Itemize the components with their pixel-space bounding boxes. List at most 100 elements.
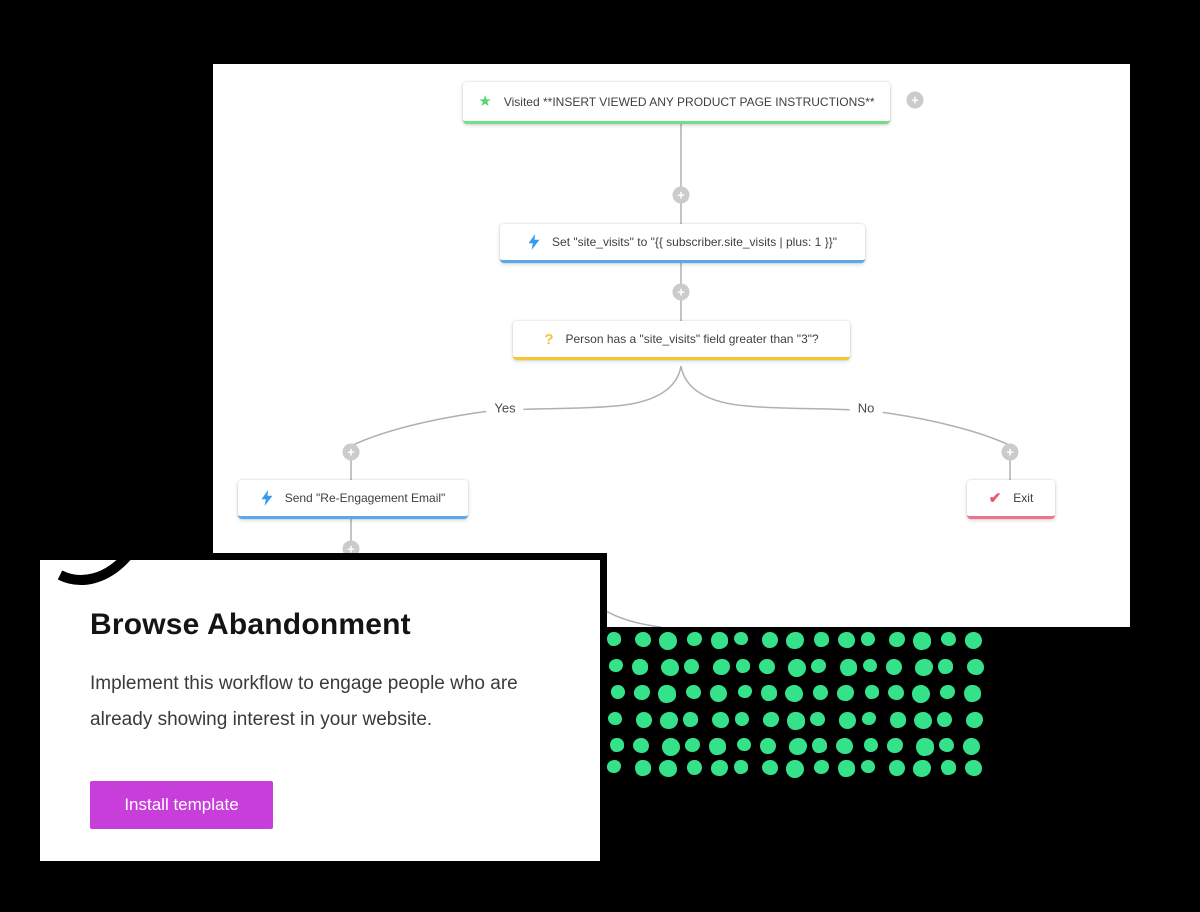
pattern-dot	[940, 685, 956, 699]
lightning-icon	[528, 234, 540, 250]
pattern-dot	[661, 738, 680, 756]
pattern-dot	[914, 658, 933, 676]
pattern-dot	[735, 711, 749, 726]
pattern-dot	[760, 738, 777, 754]
pattern-dot	[838, 711, 856, 729]
pattern-dot	[686, 685, 702, 699]
pattern-dot	[787, 658, 806, 677]
node-label: Exit	[1013, 491, 1034, 505]
add-step-button[interactable]: +	[672, 186, 690, 204]
pattern-dot	[763, 711, 780, 727]
pattern-dot	[863, 658, 877, 672]
pattern-dot	[635, 759, 652, 776]
pattern-dot	[711, 711, 729, 728]
add-step-button[interactable]: +	[1001, 443, 1019, 461]
pattern-dot	[736, 658, 750, 673]
pattern-dot	[911, 685, 930, 703]
pattern-dot	[913, 711, 932, 729]
pattern-dot	[634, 685, 651, 700]
pattern-dot	[937, 711, 953, 727]
pattern-dot	[836, 685, 854, 701]
workflow-canvas: ★ Visited **INSERT VIEWED ANY PRODUCT PA…	[213, 64, 1130, 627]
pattern-dot	[784, 685, 803, 702]
pattern-dot	[810, 711, 826, 726]
workflow-node-trigger[interactable]: ★ Visited **INSERT VIEWED ANY PRODUCT PA…	[463, 82, 890, 124]
pattern-dot	[761, 685, 778, 701]
node-label: Visited **INSERT VIEWED ANY PRODUCT PAGE…	[503, 94, 875, 109]
pattern-dot	[734, 759, 748, 774]
card-description: Implement this workflow to engage people…	[90, 673, 518, 730]
pattern-dot	[912, 759, 931, 777]
branch-label-yes: Yes	[486, 400, 524, 416]
template-card: Browse Abandonment Implement this workfl…	[40, 560, 600, 861]
pattern-dot	[786, 711, 805, 730]
pattern-dot	[710, 759, 728, 776]
node-label: Send "Re-Engagement Email"	[284, 491, 446, 505]
pattern-dot	[658, 759, 677, 777]
add-step-button[interactable]: +	[342, 540, 360, 558]
pattern-dot	[737, 738, 751, 751]
pattern-dot	[887, 738, 904, 753]
question-icon: ?	[544, 330, 554, 348]
pattern-dot	[607, 632, 621, 646]
pattern-dot	[687, 759, 703, 775]
pattern-dot	[941, 632, 957, 646]
pattern-dot	[814, 759, 830, 774]
node-label: Set "site_visits" to "{{ subscriber.site…	[552, 235, 837, 249]
pattern-dot	[608, 711, 622, 725]
pattern-dot	[889, 632, 906, 647]
pattern-dot	[889, 759, 906, 776]
card-title: Browse Abandonment	[90, 608, 411, 641]
pattern-dot	[632, 658, 649, 675]
pattern-dot	[966, 658, 984, 675]
workflow-node-condition[interactable]: ? Person has a "site_visits" field great…	[513, 321, 850, 360]
pattern-dot	[964, 632, 982, 649]
pattern-dot	[609, 658, 623, 672]
pattern-dot	[683, 711, 699, 727]
lightning-icon	[261, 490, 273, 506]
pattern-dot	[963, 685, 981, 702]
dot-pattern	[603, 628, 993, 786]
pattern-dot	[684, 658, 700, 674]
pattern-dot	[660, 658, 679, 676]
pattern-dot	[708, 738, 726, 755]
pattern-dot	[962, 738, 980, 755]
add-step-button[interactable]: +	[906, 91, 924, 109]
pattern-dot	[861, 759, 875, 773]
pattern-dot	[865, 685, 879, 699]
pattern-dot	[864, 738, 878, 752]
workflow-node-set-field[interactable]: Set "site_visits" to "{{ subscriber.site…	[500, 224, 865, 263]
add-step-button[interactable]: +	[342, 443, 360, 461]
pattern-dot	[658, 632, 677, 650]
workflow-node-exit[interactable]: ✔ Exit	[967, 480, 1055, 519]
pattern-dot	[636, 711, 653, 728]
pattern-dot	[635, 632, 652, 647]
pattern-dot	[659, 711, 678, 729]
workflow-node-send-email[interactable]: Send "Re-Engagement Email"	[238, 480, 468, 519]
pattern-dot	[738, 685, 752, 698]
pattern-dot	[835, 738, 853, 754]
pattern-dot	[734, 632, 748, 645]
pattern-dot	[941, 759, 957, 775]
pattern-dot	[633, 738, 650, 753]
pattern-dot	[837, 632, 855, 648]
pattern-dot	[785, 632, 804, 649]
install-template-button[interactable]: Install template	[90, 781, 273, 829]
pattern-dot	[813, 685, 829, 700]
pattern-dot	[712, 658, 730, 675]
pattern-dot	[886, 658, 903, 675]
branch-label-no: No	[849, 400, 883, 416]
pattern-dot	[915, 738, 934, 756]
pattern-dot	[685, 738, 701, 752]
pattern-dot	[611, 685, 625, 699]
pattern-dot	[788, 738, 807, 755]
pattern-dot	[811, 658, 827, 673]
pattern-dot	[687, 632, 703, 646]
node-label: Person has a "site_visits" field greater…	[565, 332, 819, 346]
pattern-dot	[862, 711, 876, 725]
check-icon: ✔	[988, 489, 1002, 507]
pattern-dot	[710, 632, 728, 649]
pattern-dot	[785, 759, 804, 778]
pattern-dot	[607, 759, 621, 773]
add-step-button[interactable]: +	[672, 283, 690, 301]
